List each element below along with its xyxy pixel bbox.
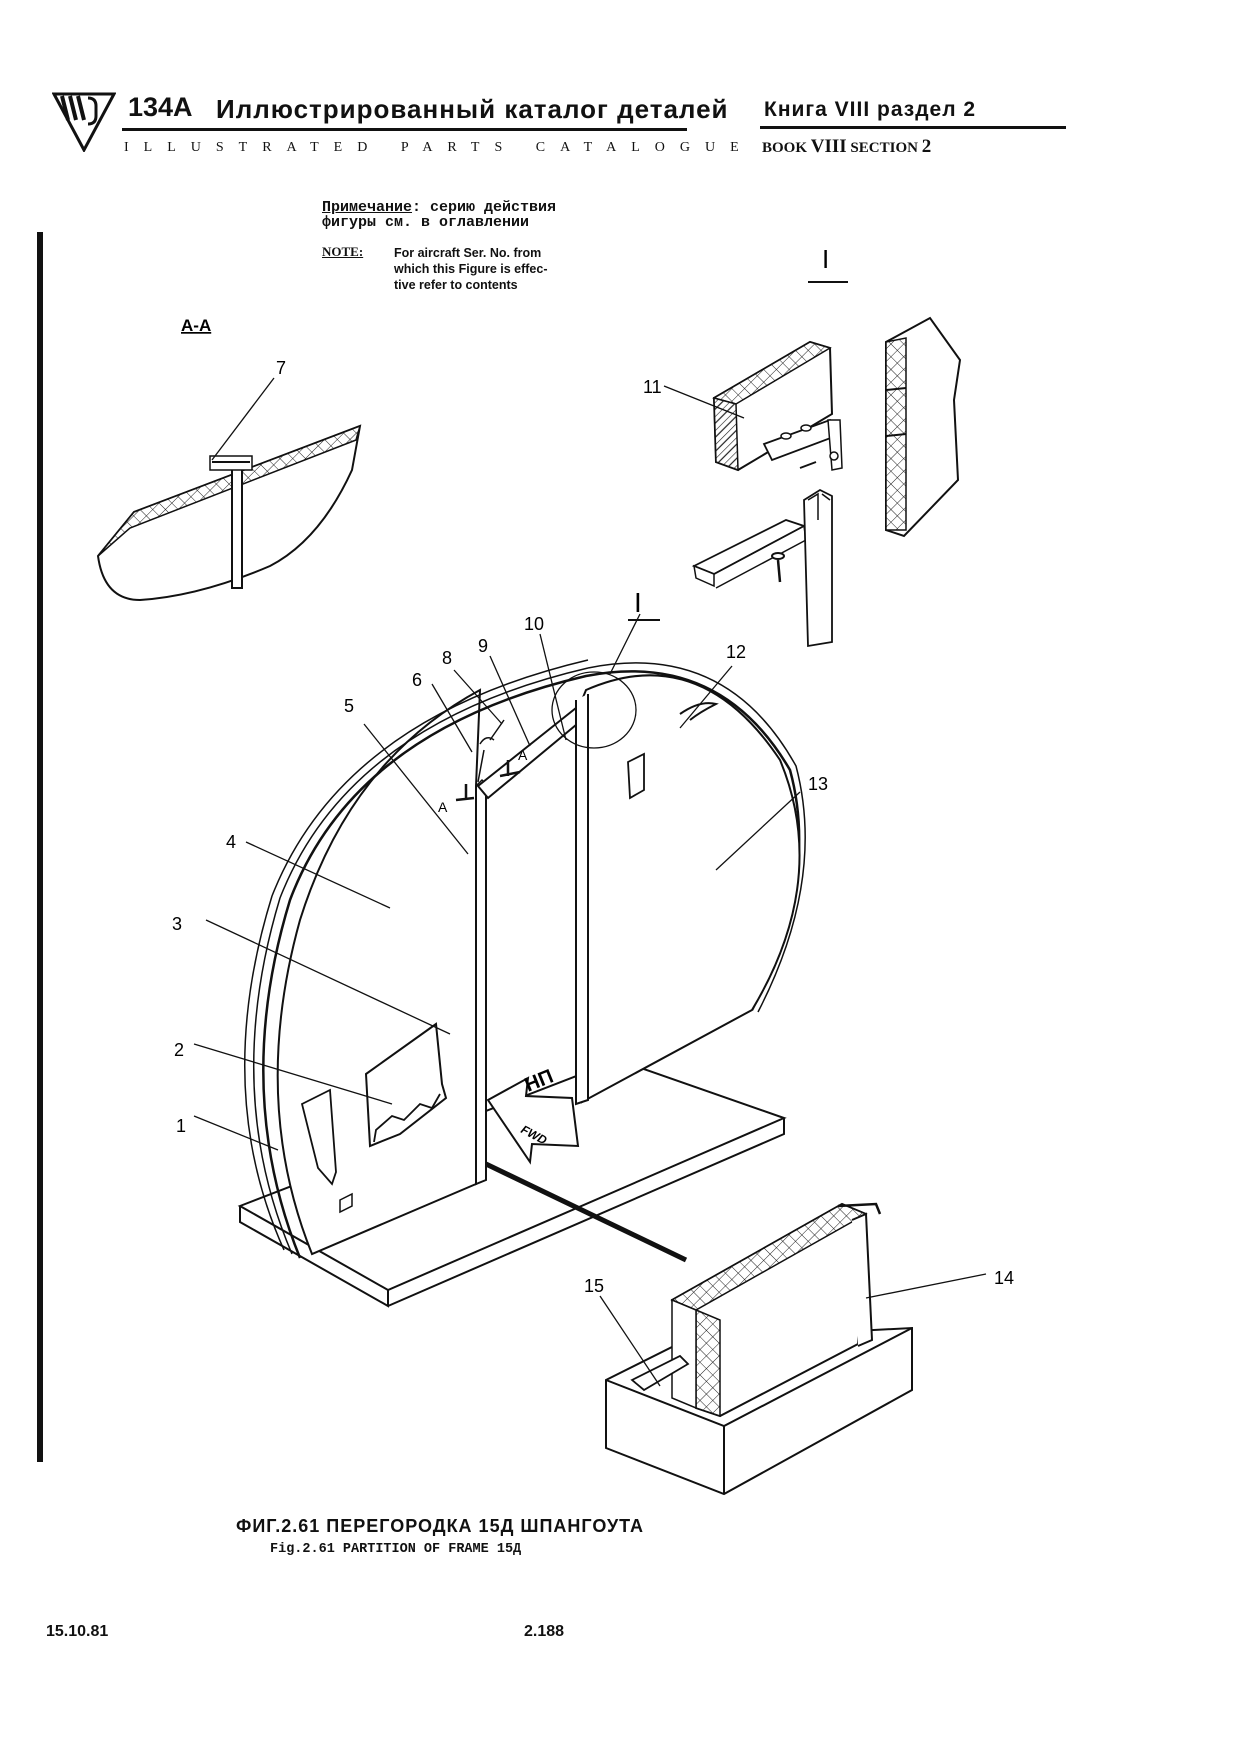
- note-text-ru-1: : серию действия: [412, 199, 557, 216]
- door-jamb-right: [575, 694, 589, 1106]
- book-word: BOOK: [762, 140, 808, 156]
- callout-10: 10: [524, 614, 544, 634]
- note-text-en-3: tive refer to contents: [394, 278, 518, 292]
- aircraft-model: 134A: [128, 92, 193, 122]
- catalog-title-en: ILLUSTRATED PARTS CATALOGUE: [124, 140, 754, 155]
- section-aa-view: [96, 424, 362, 602]
- section-cut-marker-a-2: A: [518, 747, 528, 763]
- callout-4: 4: [226, 832, 236, 852]
- callout-2: 2: [174, 1040, 184, 1060]
- callout-7: 7: [276, 358, 286, 378]
- callout-13: 13: [808, 774, 828, 794]
- leader-11: [663, 385, 745, 419]
- detail-i-view: [691, 316, 962, 648]
- callout-8: 8: [442, 648, 452, 668]
- callout-12: 12: [726, 642, 746, 662]
- note-text-en-1: For aircraft Ser. No. from: [394, 246, 542, 260]
- leader-7: [211, 377, 275, 461]
- callout-5: 5: [344, 696, 354, 716]
- callout-6: 6: [412, 670, 422, 690]
- right-partition-panel: [581, 674, 801, 1104]
- catalog-title-ru: Иллюстрированный каталог деталей: [216, 94, 729, 124]
- section-word: SECTION: [850, 140, 918, 156]
- note-label-en: NOTE:: [322, 244, 364, 259]
- callout-1: 1: [176, 1116, 186, 1136]
- detail-pointer-arrow: [484, 1161, 688, 1263]
- callout-9: 9: [478, 636, 488, 656]
- note-en: For aircraft Ser. No. from which this Fi…: [394, 245, 634, 293]
- left-partition-panel: [276, 688, 482, 1256]
- book-number: VIII: [810, 136, 847, 157]
- detail-i-marker-circle: [551, 671, 637, 749]
- figure-caption-en: Fig.2.61 PARTITION OF FRAME 15Д: [270, 1542, 522, 1557]
- book-section-en: BOOK VIII SECTION 2: [762, 136, 931, 158]
- right-panel-cutout: [627, 752, 645, 800]
- note-text-en-2: which this Figure is effec-: [394, 262, 548, 276]
- note-text-ru-2: фигуры см. в оглавлении: [322, 214, 530, 231]
- page-number: 2.188: [524, 1623, 565, 1640]
- manufacturer-logo: [51, 90, 117, 154]
- callout-11: 11: [643, 377, 662, 397]
- detail-label-i: I: [822, 244, 829, 274]
- callout-14: 14: [994, 1268, 1014, 1288]
- callout-3: 3: [172, 914, 182, 934]
- book-section-ru: Книга VIII раздел 2: [764, 98, 977, 121]
- section-cut-marker-a: A: [438, 799, 448, 815]
- callout-leaders: [193, 633, 987, 1387]
- door-jamb-left: [475, 786, 487, 1186]
- detail-14-15-view: [605, 1202, 913, 1496]
- left-panel-cutouts: [300, 1022, 448, 1214]
- section-number: 2: [921, 136, 932, 157]
- note-label-ru: Примечание: [322, 199, 413, 216]
- revision-date: 15.10.81: [46, 1623, 109, 1640]
- figure-caption-ru: ФИГ.2.61 ПЕРЕГОРОДКА 15Д ШПАНГОУТА: [236, 1516, 645, 1536]
- detail-i-leader: [609, 613, 641, 675]
- margin-bar: [37, 232, 43, 1462]
- section-label-aa: A-A: [181, 316, 211, 335]
- note-ru: Примечание: серию действия фигуры см. в …: [322, 200, 556, 230]
- callout-15: 15: [584, 1276, 604, 1296]
- frame-arc-outer: [262, 670, 801, 1259]
- detail-i-marker-label: I: [634, 587, 642, 618]
- header-rule-left: [122, 128, 687, 131]
- header-rule-right: [760, 126, 1066, 129]
- right-panel-arc-strip: [679, 702, 719, 721]
